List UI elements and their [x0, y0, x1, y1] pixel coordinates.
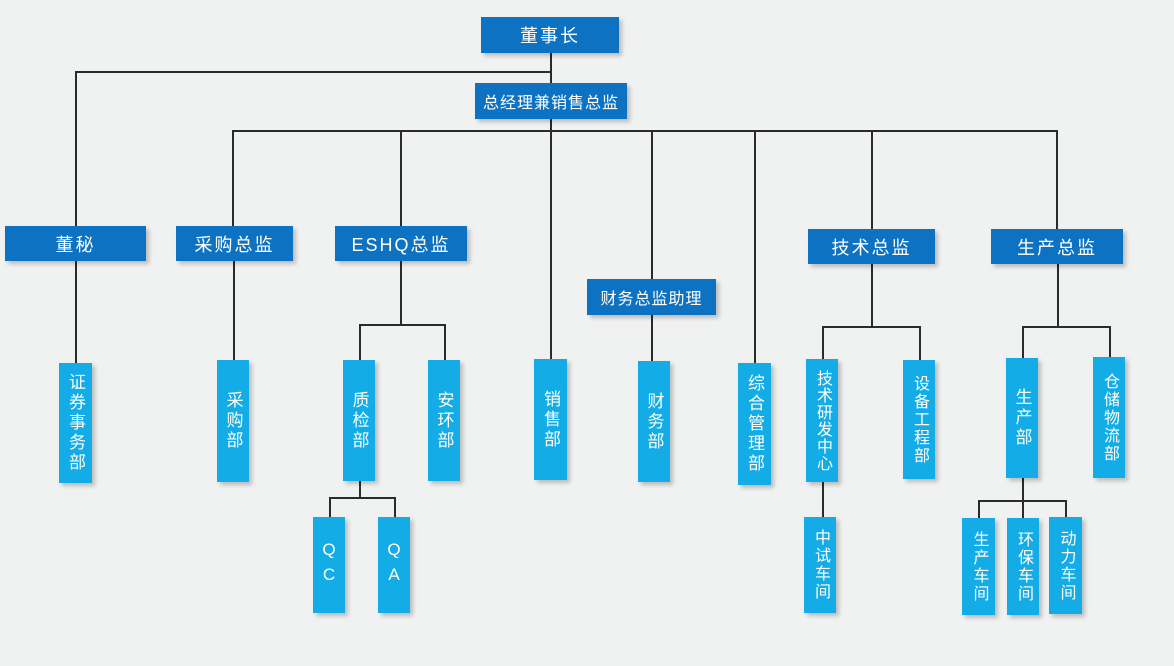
org-node-label: 仓储物流部 [1101, 372, 1118, 463]
connector-line [400, 130, 402, 226]
connector-line [75, 71, 551, 73]
connector-line [359, 481, 361, 497]
org-node-procurement-director[interactable]: 采购总监 [176, 226, 293, 261]
org-node-tech-director[interactable]: 技术总监 [808, 229, 935, 264]
org-node-env-protection-workshop[interactable]: 环保车间 [1007, 518, 1039, 615]
org-node-label: 中试车间 [812, 529, 829, 601]
org-node-finance-director-assistant[interactable]: 财务总监助理 [587, 279, 716, 315]
org-node-tech-rd-center[interactable]: 技术研发中心 [806, 359, 838, 482]
org-node-safety-env-dept[interactable]: 安环部 [428, 360, 460, 481]
org-node-board-secretary[interactable]: 董秘 [5, 226, 146, 261]
org-node-label: 董事长 [520, 26, 580, 46]
connector-line [75, 261, 77, 363]
connector-line [1056, 130, 1058, 229]
connector-line [1065, 500, 1067, 517]
connector-line [359, 324, 361, 360]
org-node-label: 动力车间 [1057, 529, 1075, 602]
org-node-label: 采购部 [223, 391, 243, 451]
org-node-label: 技术研发中心 [814, 369, 831, 472]
org-node-qa[interactable]: QA [378, 517, 410, 613]
org-node-label: 董秘 [55, 234, 96, 255]
org-node-quality-inspection-dept[interactable]: 质检部 [343, 360, 375, 481]
connector-line [232, 130, 1057, 132]
org-node-label: 技术总监 [831, 237, 912, 258]
connector-line [232, 130, 234, 226]
connector-line [1022, 326, 1109, 328]
connector-line [394, 497, 396, 517]
org-node-label: 综合管理部 [745, 374, 764, 474]
org-node-label: 环保车间 [1015, 530, 1032, 603]
org-node-general-management-dept[interactable]: 综合管理部 [738, 363, 771, 485]
org-node-warehouse-logistics-dept[interactable]: 仓储物流部 [1093, 357, 1125, 478]
org-node-label: 质检部 [349, 390, 369, 451]
connector-line [871, 264, 873, 326]
connector-line [1057, 264, 1059, 326]
connector-line [1109, 326, 1111, 357]
org-node-securities-affairs-dept[interactable]: 证券事务部 [59, 363, 92, 483]
connector-line [329, 497, 331, 517]
org-node-finance-dept[interactable]: 财务部 [638, 361, 670, 482]
connector-line [444, 324, 446, 360]
org-node-procurement-dept[interactable]: 采购部 [217, 360, 249, 482]
org-node-eshq-director[interactable]: ESHQ总监 [335, 226, 467, 261]
org-node-label: 销售部 [541, 389, 560, 450]
connector-line [822, 326, 919, 328]
org-node-gm-sales-director[interactable]: 总经理兼销售总监 [475, 83, 627, 119]
connector-line [919, 326, 921, 360]
connector-line [400, 261, 402, 324]
org-node-label: 采购总监 [194, 234, 275, 255]
org-node-label: 设备工程部 [911, 374, 928, 465]
org-node-label: 生产部 [1012, 388, 1032, 448]
connector-line [359, 324, 444, 326]
org-node-label: ESHQ总监 [351, 234, 451, 255]
org-node-production-director[interactable]: 生产总监 [991, 229, 1123, 264]
connector-line [550, 53, 552, 83]
org-node-label: 财务总监助理 [600, 291, 703, 308]
connector-line [1022, 478, 1024, 500]
org-node-power-workshop[interactable]: 动力车间 [1049, 517, 1082, 614]
connector-line [75, 71, 77, 226]
connector-line [233, 261, 235, 360]
org-node-pilot-workshop[interactable]: 中试车间 [804, 517, 836, 613]
org-node-sales-dept[interactable]: 销售部 [534, 359, 567, 480]
connector-line [754, 130, 756, 363]
org-node-label: 总经理兼销售总监 [482, 95, 619, 112]
org-node-chairman[interactable]: 董事长 [481, 17, 619, 53]
connector-line [1022, 500, 1024, 518]
connector-line [871, 130, 873, 229]
connector-line [822, 482, 824, 517]
connector-line [978, 500, 1065, 502]
org-node-production-dept[interactable]: 生产部 [1006, 358, 1038, 478]
org-node-label: 生产总监 [1017, 237, 1097, 258]
org-node-label: 安环部 [434, 390, 454, 451]
org-node-label: 证券事务部 [66, 373, 85, 473]
org-node-production-workshop[interactable]: 生产车间 [962, 518, 995, 615]
org-node-label: QA [384, 540, 404, 590]
org-node-label: QC [319, 540, 339, 590]
connector-line [651, 130, 653, 361]
org-node-label: 财务部 [644, 391, 664, 452]
org-node-qc[interactable]: QC [313, 517, 345, 613]
connector-line [550, 119, 552, 359]
connector-line [978, 500, 980, 518]
connector-line [1022, 326, 1024, 358]
connector-line [329, 497, 394, 499]
org-node-label: 生产车间 [970, 530, 988, 603]
connector-line [822, 326, 824, 359]
org-node-equipment-engineering-dept[interactable]: 设备工程部 [903, 360, 935, 479]
